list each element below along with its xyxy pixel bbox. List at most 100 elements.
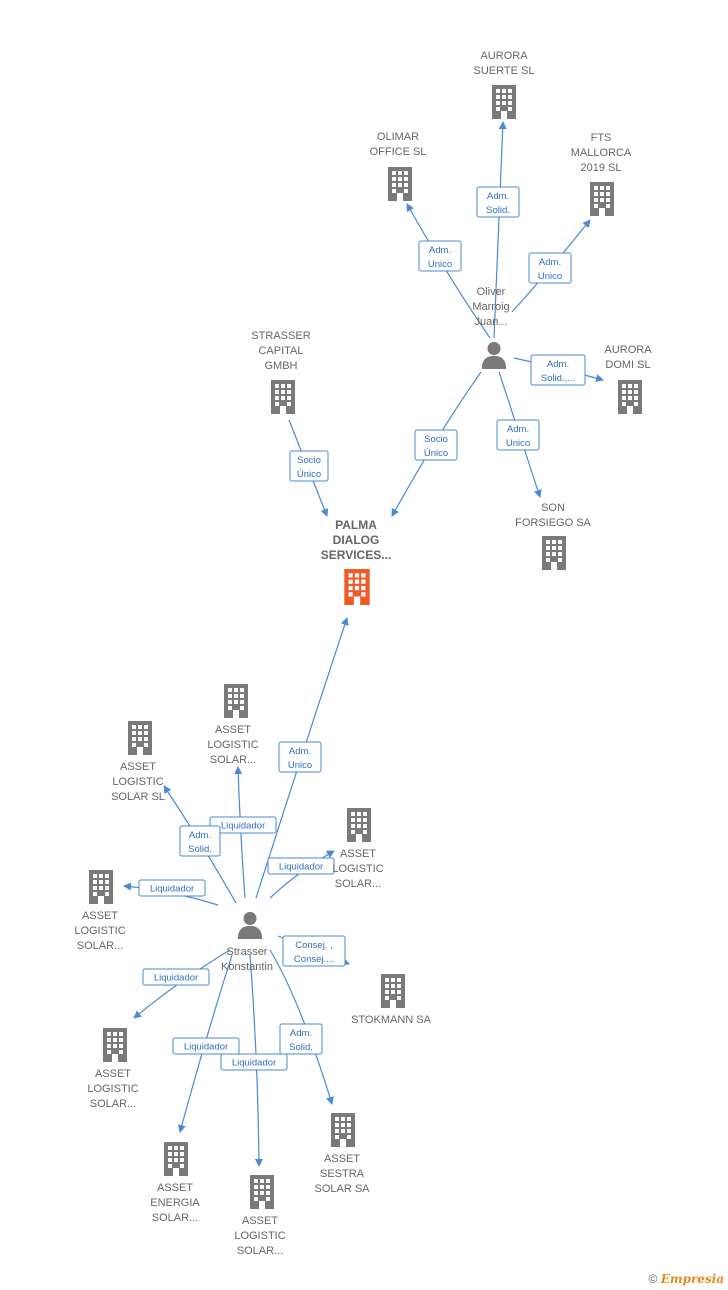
person-icon[interactable]	[237, 911, 263, 939]
edge-strasser_k-als_right[interactable]: Liquidador	[267, 850, 335, 899]
edge-oliver-son_forsiego[interactable]: Adm.Unico	[496, 371, 542, 498]
edge-strasser_k-asset_sestra[interactable]: Adm.Solid.	[269, 949, 334, 1105]
edge-label-box[interactable]	[476, 186, 520, 218]
edge-label-text: Unico	[538, 271, 562, 282]
edge-strasser_k-palma[interactable]: Adm.Unico	[255, 617, 349, 899]
node-label: SOLAR SL	[111, 791, 165, 803]
building-icon[interactable]	[347, 808, 371, 842]
edge-label-box[interactable]	[418, 240, 462, 272]
edge-label-box[interactable]	[220, 1053, 288, 1071]
building-icon[interactable]	[590, 182, 614, 216]
edge-label-text: Socio	[424, 434, 448, 445]
edge-label-box[interactable]	[179, 825, 221, 857]
person-icon[interactable]	[481, 341, 507, 369]
edge-label-text: Liquidador	[184, 1042, 228, 1053]
edge-label-box[interactable]	[209, 816, 277, 834]
building-icon[interactable]	[492, 85, 516, 119]
edge-label-text: Único	[297, 469, 321, 480]
edge-label-text: Consej....	[294, 954, 334, 965]
node-label: Juan...	[474, 316, 507, 328]
node-label: 2019 SL	[581, 162, 622, 174]
edge-label-box[interactable]	[278, 741, 322, 773]
edge-label-box[interactable]	[496, 419, 540, 451]
node-label: ASSET	[324, 1153, 360, 1165]
node-asset_energia[interactable]: ASSETENERGIASOLAR...	[150, 1142, 200, 1224]
building-icon[interactable]	[271, 380, 295, 414]
edge-oliver-olimar[interactable]: Adm. Unico	[406, 203, 491, 339]
building-icon[interactable]	[388, 167, 412, 201]
edge-strasser_k-als_bottom[interactable]: Liquidador	[220, 954, 288, 1167]
node-label: OFFICE SL	[370, 146, 427, 158]
node-label: SOLAR...	[152, 1212, 198, 1224]
edge-label-text: Adm.	[429, 245, 451, 256]
edge-oliver-fts[interactable]: Adm.Unico	[511, 219, 591, 313]
node-label: STOKMANN SA	[351, 1014, 432, 1026]
edge-strasser_k-als_sl[interactable]: Adm.Solid.	[163, 785, 237, 904]
node-label: ASSET	[340, 848, 376, 860]
edge-label-text: Consej. ,	[295, 940, 333, 951]
building-icon[interactable]	[250, 1175, 274, 1209]
node-als_right[interactable]: ASSETLOGISTICSOLAR...	[332, 808, 384, 890]
edge-oliver-aurora_suerte[interactable]: Adm.Solid.	[476, 121, 520, 339]
edge-strasser_k-als_left[interactable]: Liquidador	[123, 879, 219, 906]
node-label: MALLORCA	[571, 147, 632, 159]
building-icon[interactable]	[331, 1113, 355, 1147]
edge-label-box[interactable]	[138, 879, 206, 897]
building-icon[interactable]	[344, 569, 370, 605]
building-icon[interactable]	[224, 684, 248, 718]
edge-label-text: Unico	[428, 259, 452, 270]
building-icon[interactable]	[381, 974, 405, 1008]
edge-label-text: Adm.	[290, 1028, 312, 1039]
edge-label-box[interactable]	[267, 857, 335, 875]
edge-label-box[interactable]	[530, 354, 586, 386]
edge-line	[269, 949, 334, 1105]
node-label: GMBH	[265, 360, 298, 372]
edge-label-text: Adm.	[487, 191, 509, 202]
edge-label-box[interactable]	[279, 1023, 323, 1055]
node-als_top[interactable]: ASSETLOGISTICSOLAR...	[207, 684, 259, 766]
brand-logo[interactable]: Empresia	[660, 1272, 724, 1286]
node-oliver[interactable]: OliverMarroigJuan...	[472, 286, 510, 369]
edge-oliver-aurora_domi[interactable]: Adm.Solid.,...	[513, 354, 604, 386]
edge-label-box[interactable]	[414, 429, 458, 461]
node-label: ASSET	[157, 1182, 193, 1194]
edge-label-box[interactable]	[172, 1037, 240, 1055]
building-icon[interactable]	[542, 536, 566, 570]
edge-label-box[interactable]	[142, 968, 210, 986]
edge-strasser_k-asset_energia[interactable]: Liquidador	[172, 954, 240, 1133]
building-icon[interactable]	[103, 1028, 127, 1062]
edge-strasser_k-stokmann[interactable]: Consej. , Consej....	[277, 935, 350, 967]
edge-label-box[interactable]	[289, 450, 329, 482]
building-icon[interactable]	[618, 380, 642, 414]
edge-label-text: Solid.,...	[541, 373, 575, 384]
node-als_lowleft[interactable]: ASSETLOGISTICSOLAR...	[87, 1028, 139, 1110]
building-icon[interactable]	[164, 1142, 188, 1176]
node-label: ASSET	[242, 1215, 278, 1227]
building-icon[interactable]	[128, 721, 152, 755]
edge-label-text: Liquidador	[232, 1058, 276, 1069]
node-als_bottom[interactable]: ASSETLOGISTICSOLAR...	[234, 1175, 286, 1257]
edge-label-text: Solid.	[188, 844, 212, 855]
edge-label-box[interactable]	[528, 252, 572, 284]
node-als_left[interactable]: ASSETLOGISTICSOLAR...	[74, 870, 126, 952]
node-label: DOMI SL	[605, 359, 650, 371]
edge-label-box[interactable]	[282, 935, 346, 967]
building-icon[interactable]	[89, 870, 113, 904]
edge-strasser_k-als_lowleft[interactable]: Liquidador	[133, 949, 231, 1019]
node-palma[interactable]: PALMADIALOGSERVICES...	[321, 518, 391, 605]
node-stokmann[interactable]: STOKMANN SA	[351, 974, 432, 1026]
edge-label-text: Liquidador	[221, 821, 265, 832]
edge-strasser_k-als_top[interactable]: Liquidador	[209, 766, 277, 899]
